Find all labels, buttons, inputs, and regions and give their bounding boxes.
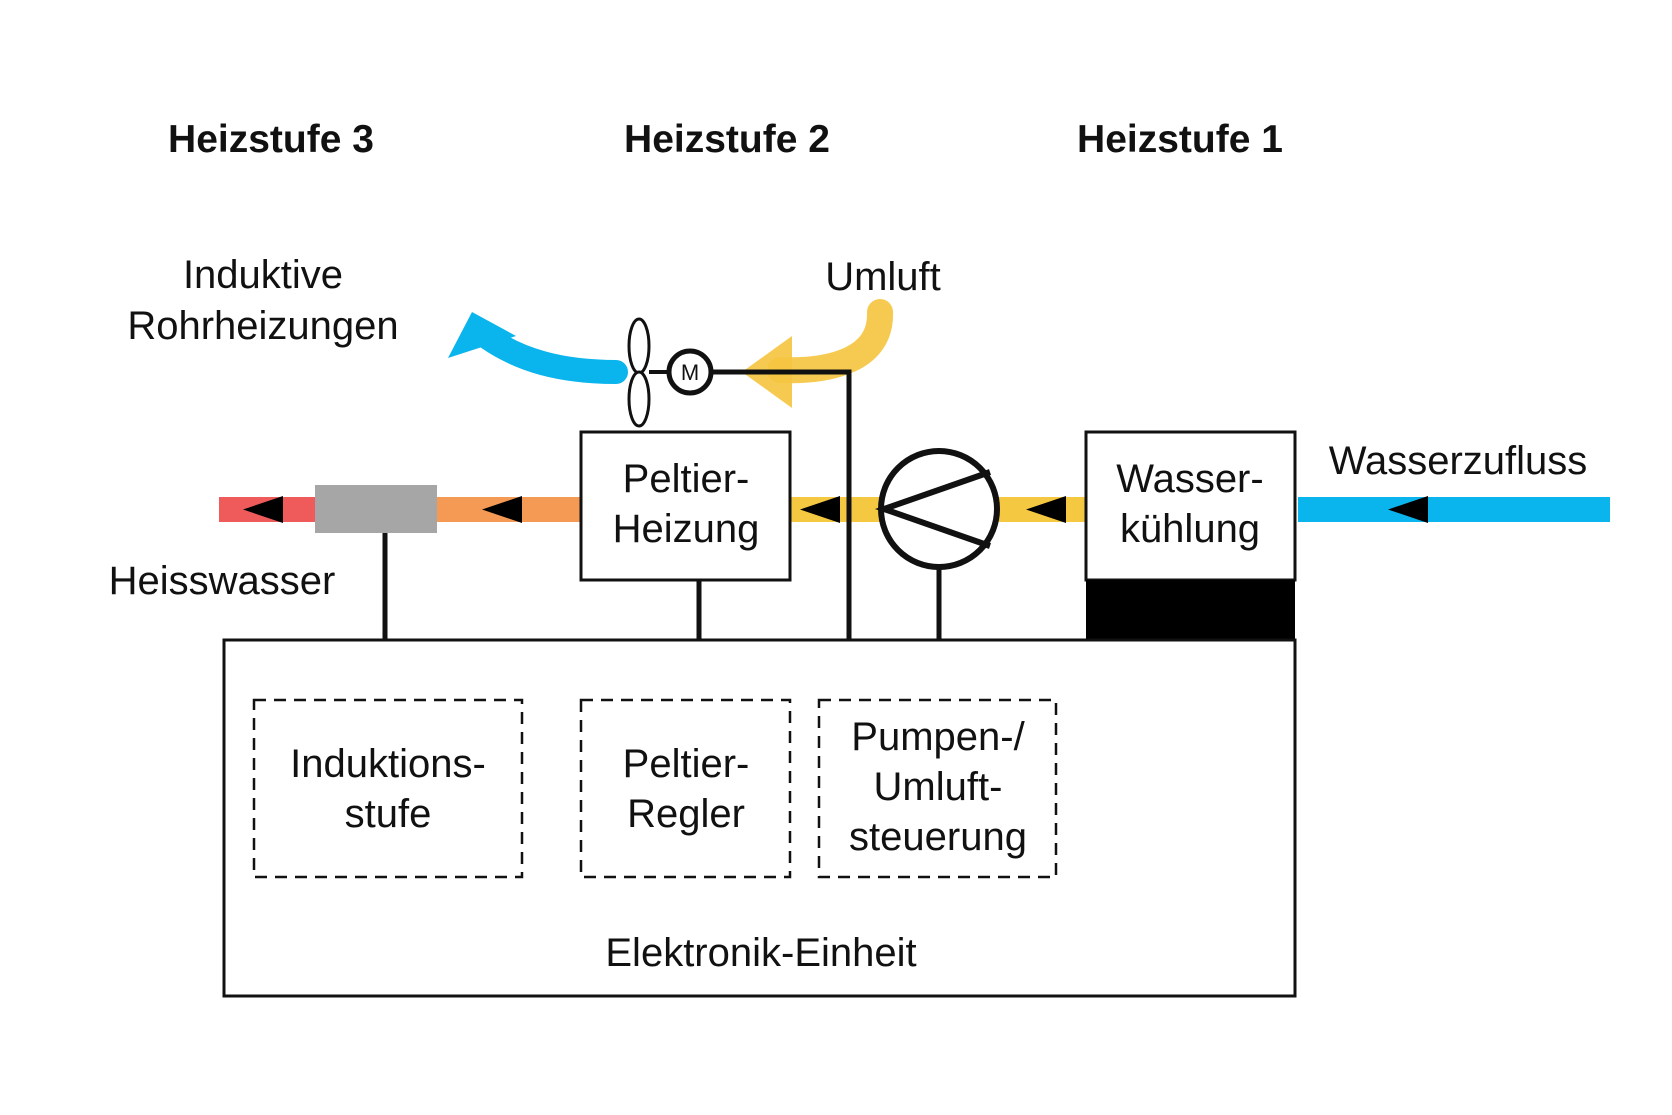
stage-1-label: Heizstufe 1	[1077, 118, 1283, 161]
stage-3-label: Heizstufe 3	[168, 118, 374, 161]
motor-icon: M	[666, 348, 714, 396]
pumpen-steuerung-line2: Umluft-	[874, 765, 1003, 809]
peltier-heizung-line1: Peltier-	[623, 457, 750, 501]
flow-arrow-icon	[1026, 496, 1066, 523]
induktionsstufe-line1: Induktions-	[290, 742, 486, 786]
induktive-label-line1: Induktive	[183, 253, 343, 297]
flow-arrow-icon	[482, 496, 522, 523]
pump-icon	[874, 448, 1000, 640]
peltier-heizung-box: Peltier- Heizung	[579, 430, 792, 582]
induktionsstufe-line2: stufe	[345, 792, 432, 836]
flow-arrow-icon	[243, 496, 283, 523]
fan-icon	[627, 317, 668, 428]
umluft-arrow	[742, 299, 893, 408]
cold-water-pipe	[1298, 497, 1610, 522]
umluft-label: Umluft	[825, 255, 941, 299]
peltier-regler-line1: Peltier-	[623, 742, 750, 786]
wasserzufluss-label: Wasserzufluss	[1329, 439, 1588, 483]
induction-heater	[315, 485, 437, 533]
flow-arrow-icon	[1388, 496, 1428, 523]
motor-label: M	[681, 360, 699, 385]
cooling-block	[1086, 580, 1295, 640]
peltier-heizung-line2: Heizung	[613, 507, 760, 551]
motor-control-line	[711, 369, 852, 640]
wasserkuehlung-line1: Wasser-	[1116, 457, 1263, 501]
pumpen-steuerung-line3: steuerung	[849, 815, 1027, 859]
elektronik-einheit-box: Elektronik-Einheit	[222, 638, 1297, 998]
pumpen-steuerung-line1: Pumpen-/	[851, 715, 1025, 759]
heisswasser-label: Heisswasser	[109, 559, 336, 603]
flow-arrow-icon	[800, 496, 840, 523]
cold-air-arrow	[448, 312, 628, 384]
induktive-label-line2: Rohrheizungen	[127, 304, 398, 348]
peltier-regler-line2: Regler	[627, 792, 745, 836]
induktionsstufe-box: Induktions- stufe	[252, 698, 524, 879]
pumpen-steuerung-box: Pumpen-/ Umluft- steuerung	[817, 698, 1058, 879]
flow-arrows	[243, 496, 1428, 523]
wasserkuehlung-line2: kühlung	[1120, 507, 1260, 551]
elektronik-einheit-label: Elektronik-Einheit	[605, 931, 916, 975]
wasserkuehlung-box: Wasser- kühlung	[1084, 430, 1297, 640]
stage-2-label: Heizstufe 2	[624, 118, 830, 161]
peltier-regler-box: Peltier- Regler	[579, 698, 792, 879]
